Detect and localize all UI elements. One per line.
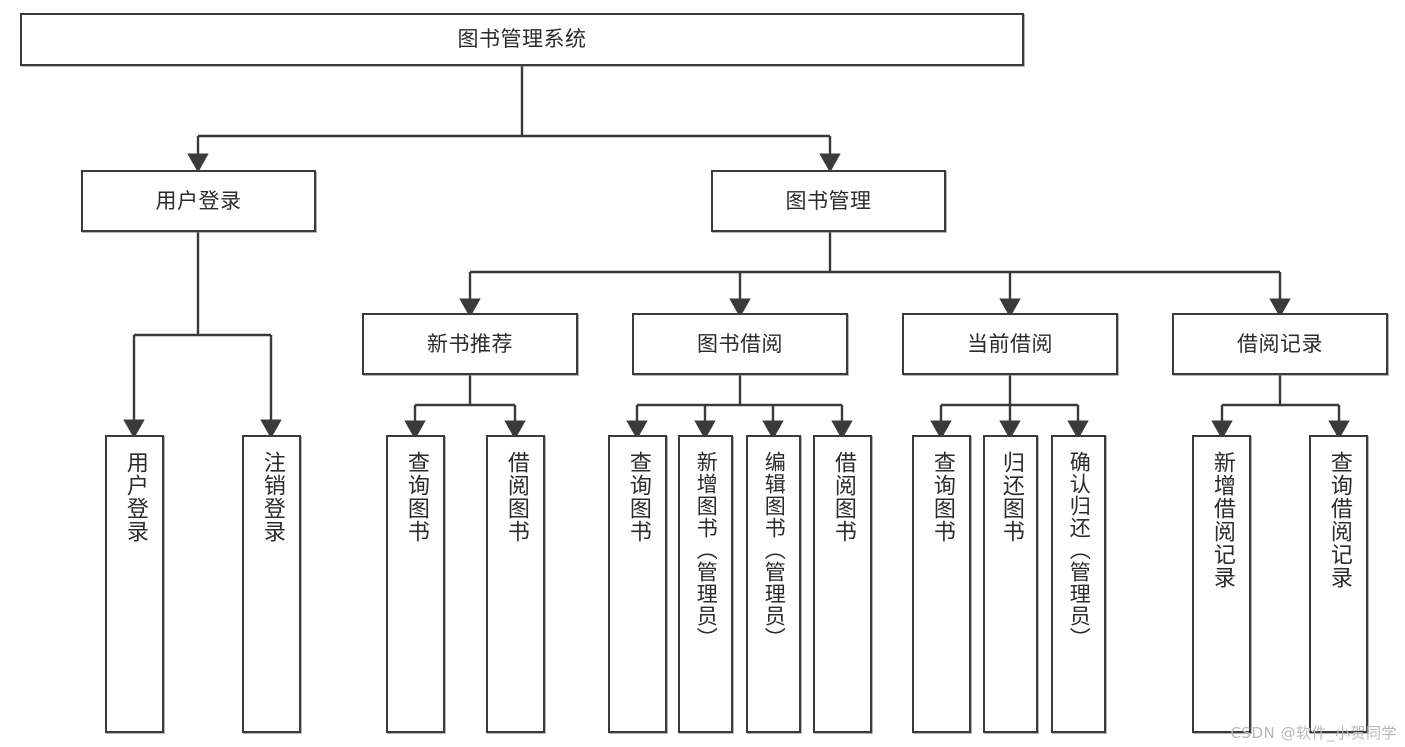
- node-user-login[interactable]: 用户登录: [81, 170, 316, 232]
- node-label: 新增图书（管理员）: [694, 451, 719, 649]
- node-label: 新书推荐: [427, 331, 513, 356]
- node-label: 查询图书: [403, 451, 429, 543]
- node-current-borrow[interactable]: 当前借阅: [902, 313, 1118, 375]
- leaf-user-logout[interactable]: 注销登录: [242, 435, 301, 733]
- node-label: 当前借阅: [967, 331, 1053, 356]
- node-new-book-recommend[interactable]: 新书推荐: [362, 313, 578, 375]
- node-label: 编辑图书（管理员）: [762, 451, 787, 649]
- leaf-query-borrow-record[interactable]: 查询借阅记录: [1309, 435, 1368, 733]
- node-label: 注销登录: [259, 451, 285, 543]
- leaf-borrow-book-rec[interactable]: 借阅图书: [486, 435, 545, 733]
- node-borrow-record[interactable]: 借阅记录: [1172, 313, 1388, 375]
- node-label: 图书借阅: [697, 331, 783, 356]
- node-label: 借阅图书: [503, 451, 529, 543]
- leaf-confirm-return-admin[interactable]: 确认归还（管理员）: [1051, 435, 1106, 733]
- node-label: 归还图书: [998, 451, 1024, 543]
- leaf-add-borrow-record[interactable]: 新增借阅记录: [1192, 435, 1251, 733]
- leaf-add-book-admin[interactable]: 新增图书（管理员）: [678, 435, 733, 733]
- leaf-query-book-rec[interactable]: 查询图书: [386, 435, 445, 733]
- leaf-borrow-book[interactable]: 借阅图书: [813, 435, 872, 733]
- node-root-system[interactable]: 图书管理系统: [20, 13, 1024, 66]
- node-label: 图书管理系统: [457, 27, 587, 52]
- node-label: 查询图书: [929, 451, 955, 543]
- node-label: 新增借阅记录: [1209, 451, 1235, 589]
- leaf-user-login[interactable]: 用户登录: [105, 435, 164, 733]
- leaf-return-book[interactable]: 归还图书: [983, 435, 1038, 733]
- leaf-edit-book-admin[interactable]: 编辑图书（管理员）: [746, 435, 801, 733]
- node-label: 确认归还（管理员）: [1067, 451, 1092, 649]
- csdn-watermark: CSDN @软件_小贺同学: [1230, 724, 1397, 742]
- leaf-query-book-borrow[interactable]: 查询图书: [608, 435, 667, 733]
- node-label: 查询图书: [625, 451, 651, 543]
- node-label: 查询借阅记录: [1326, 451, 1352, 589]
- node-label: 图书管理: [785, 188, 872, 213]
- node-label: 用户登录: [122, 451, 148, 543]
- leaf-query-book-current[interactable]: 查询图书: [912, 435, 971, 733]
- node-book-management[interactable]: 图书管理: [711, 170, 946, 232]
- node-label: 借阅记录: [1237, 331, 1323, 356]
- node-label: 借阅图书: [830, 451, 856, 543]
- node-book-borrow[interactable]: 图书借阅: [632, 313, 848, 375]
- node-label: 用户登录: [155, 188, 242, 213]
